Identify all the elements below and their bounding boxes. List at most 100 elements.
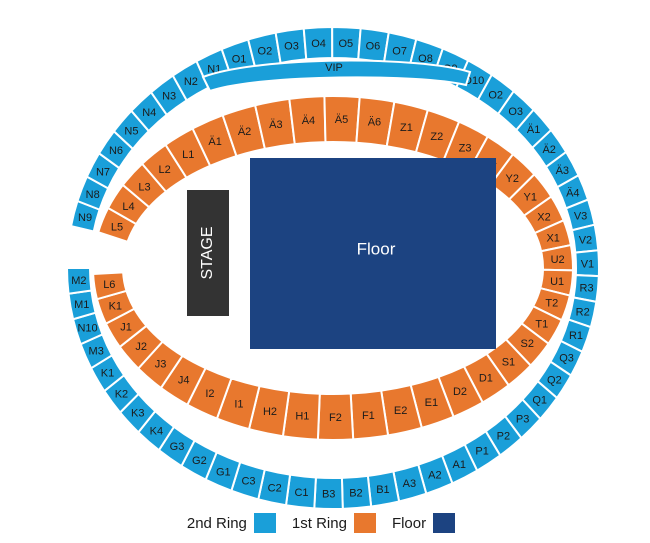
second-ring-section-label: P3 — [516, 413, 529, 425]
second-ring-section-label: M3 — [89, 346, 104, 358]
legend: 2nd Ring 1st Ring Floor — [0, 510, 650, 536]
first-ring-section-label: E2 — [394, 405, 407, 417]
first-ring-section-label: Ä1 — [208, 136, 221, 148]
second-ring-section-label: P1 — [475, 446, 488, 458]
first-ring-section-label: X2 — [537, 211, 550, 223]
second-ring-section-label: K3 — [131, 408, 144, 420]
first-ring-section-label: T1 — [535, 319, 548, 331]
first-ring-section-label: Ä5 — [335, 114, 348, 126]
second-ring-section-label: O7 — [392, 45, 407, 57]
floor-section[interactable] — [250, 158, 496, 349]
first-ring-section-label: E1 — [425, 397, 438, 409]
floor-label: Floor — [357, 239, 396, 258]
first-ring-section-label: D1 — [479, 372, 493, 384]
second-ring-section-m2-56[interactable] — [65, 267, 93, 295]
second-ring-section-label: Ä3 — [556, 165, 569, 177]
second-ring-section-label: N6 — [109, 145, 123, 157]
second-ring-section-label: M2 — [71, 275, 86, 287]
first-ring-section-label: Z3 — [459, 142, 472, 154]
stage-label: STAGE — [199, 226, 216, 279]
first-ring-section-label: L3 — [138, 182, 150, 194]
second-ring-section-label: K4 — [150, 425, 163, 437]
first-ring-section-label: J2 — [135, 341, 147, 353]
first-ring-section-label: H1 — [295, 411, 309, 423]
legend-item-first-ring: 1st Ring — [292, 513, 376, 533]
second-ring-section-label: N10 — [77, 323, 97, 335]
second-ring-section-label: M1 — [74, 299, 89, 311]
second-ring-section-label: G2 — [192, 455, 207, 467]
second-ring-section-label: Q2 — [547, 374, 562, 386]
first-ring-section-label: L6 — [103, 279, 115, 291]
second-ring-section-label: P2 — [497, 431, 510, 443]
legend-swatch-second-ring — [253, 513, 276, 533]
second-ring-section-label: R3 — [580, 283, 594, 295]
second-ring-section-label: N3 — [162, 90, 176, 102]
first-ring-section-label: I1 — [234, 398, 243, 410]
second-ring-section-label: N5 — [124, 125, 138, 137]
second-ring-section-label: O8 — [418, 53, 433, 65]
first-ring-section-label: Ä3 — [269, 119, 282, 131]
vip-label: VIP — [325, 62, 343, 74]
first-ring-section-label: J1 — [120, 321, 132, 333]
first-ring-section-label: J4 — [178, 374, 190, 386]
second-ring-section-label: O3 — [508, 106, 523, 118]
first-ring-section-label: U1 — [550, 276, 564, 288]
second-ring-section-label: B2 — [349, 488, 362, 500]
first-ring-section-label: D2 — [453, 386, 467, 398]
second-ring-sections: N9N8N7N6N5N4N3N2N1O1O2O3O4O5O6O7O8O9O10O… — [65, 25, 600, 510]
second-ring-section-label: Ä2 — [542, 144, 555, 156]
second-ring-section-label: N2 — [184, 76, 198, 88]
second-ring-section-label: B3 — [322, 488, 335, 500]
second-ring-section-label: K2 — [115, 388, 128, 400]
second-ring-section-label: A2 — [428, 470, 441, 482]
second-ring-section-label: N8 — [86, 189, 100, 201]
second-ring-section-label: Q3 — [559, 353, 574, 365]
second-ring-section-label: G3 — [170, 441, 185, 453]
second-ring-section-label: R2 — [576, 307, 590, 319]
second-ring-section-label: K1 — [101, 368, 114, 380]
first-ring-section-label: H2 — [263, 406, 277, 418]
first-ring-section-label: Ä4 — [302, 115, 315, 127]
second-ring-section-label: C2 — [268, 483, 282, 495]
first-ring-sections: L5L4L3L2L1Ä1Ä2Ä3Ä4Ä5Ä6Z1Z2Z3Z4Y2Y1X2X1U2… — [92, 95, 574, 441]
first-ring-section-label: T2 — [545, 298, 558, 310]
second-ring-section-label: B1 — [376, 484, 389, 496]
second-ring-section-label: O3 — [284, 41, 299, 53]
second-ring-section-label: N7 — [96, 166, 110, 178]
second-ring-section-label: O6 — [366, 40, 381, 52]
second-ring-section-label: G1 — [216, 466, 231, 478]
legend-swatch-first-ring — [353, 513, 376, 533]
first-ring-section-label: S2 — [520, 338, 533, 350]
second-ring-section-label: Ä4 — [566, 187, 579, 199]
second-ring-section-label: V2 — [579, 234, 592, 246]
legend-item-second-ring: 2nd Ring — [187, 513, 276, 533]
first-ring-section-label: I2 — [205, 388, 214, 400]
second-ring-section-label: V1 — [581, 259, 594, 271]
first-ring-section-label: L1 — [182, 149, 194, 161]
first-ring-section-label: U2 — [551, 254, 565, 266]
first-ring-section-label: L5 — [111, 221, 123, 233]
second-ring-section-label: O5 — [339, 38, 354, 50]
first-ring-section-l6-40[interactable] — [92, 271, 128, 301]
legend-swatch-floor — [433, 513, 456, 533]
first-ring-section-label: Z2 — [430, 131, 443, 143]
second-ring-section-label: O4 — [311, 38, 326, 50]
first-ring-section-label: Z1 — [400, 122, 413, 134]
second-ring-section-label: A3 — [403, 478, 416, 490]
first-ring-section-label: Ä6 — [368, 117, 381, 129]
stage[interactable] — [187, 190, 229, 316]
first-ring-section-label: L4 — [122, 201, 134, 213]
vip-section[interactable] — [201, 59, 472, 93]
first-ring-section-label: J3 — [155, 359, 167, 371]
second-ring-section-label: A1 — [453, 459, 466, 471]
first-ring-section-label: K1 — [109, 301, 122, 313]
second-ring-section-label: N9 — [78, 212, 92, 224]
stadium-seating-map: N9N8N7N6N5N4N3N2N1O1O2O3O4O5O6O7O8O9O10O… — [65, 25, 600, 510]
second-ring-section-label: R1 — [569, 330, 583, 342]
second-ring-section-label: O2 — [258, 46, 273, 58]
second-ring-section-label: C3 — [241, 476, 255, 488]
second-ring-section-label: C1 — [294, 487, 308, 499]
second-ring-section-label: Ä1 — [527, 124, 540, 136]
first-ring-section-label: L2 — [158, 164, 170, 176]
second-ring-section-label: Q1 — [532, 395, 547, 407]
